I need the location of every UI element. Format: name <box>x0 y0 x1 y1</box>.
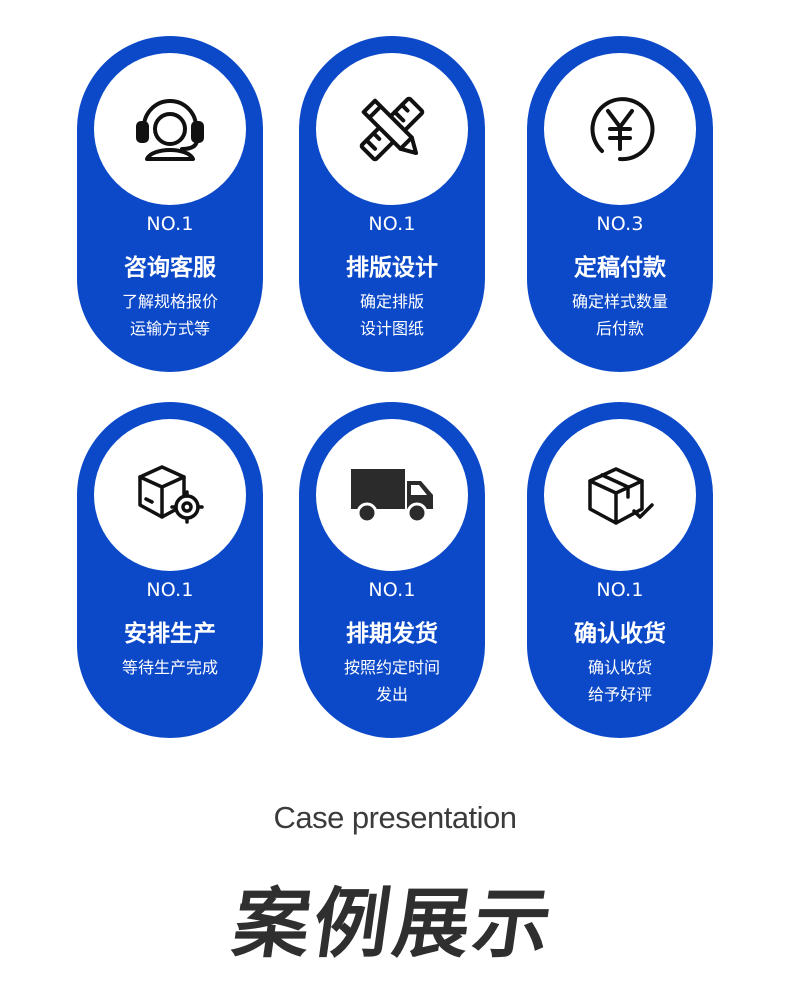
step-number: NO.1 <box>146 579 194 601</box>
step-description-line: 运输方式等 <box>129 319 210 338</box>
step-description: 确定样式数量 后付款 <box>527 288 713 342</box>
step-title: 定稿付款 <box>574 255 666 281</box>
step-description: 等待生产完成 <box>77 654 263 681</box>
section-subtitle: Case presentation <box>273 800 517 835</box>
step-title: 安排生产 <box>124 621 216 647</box>
step-number: NO.1 <box>146 213 194 235</box>
icon-circle <box>94 419 246 571</box>
step-description-line: 确定排版 <box>359 292 424 311</box>
step-description: 了解规格报价 运输方式等 <box>77 288 263 342</box>
step-number: NO.1 <box>368 213 416 235</box>
step-description-line: 发出 <box>375 685 408 704</box>
box-check-icon <box>588 467 654 525</box>
step-card-receipt: NO.1 确认收货 确认收货 给予好评 <box>527 402 713 738</box>
step-title: 确认收货 <box>574 621 666 647</box>
step-description-line: 等待生产完成 <box>121 658 218 677</box>
step-description-line: 按照约定时间 <box>343 658 440 677</box>
step-card-shipping: NO.1 排期发货 按照约定时间 发出 <box>299 402 485 738</box>
step-description: 确认收货 给予好评 <box>527 654 713 708</box>
icon-circle <box>544 53 696 205</box>
step-description: 确定排版 设计图纸 <box>299 288 485 342</box>
step-description-line: 确定样式数量 <box>571 292 668 311</box>
step-card-consult: NO.1 咨询客服 了解规格报价 运输方式等 <box>77 36 263 372</box>
headset-agent-icon <box>136 99 204 161</box>
step-card-production: NO.1 安排生产 等待生产完成 <box>77 402 263 738</box>
step-description-line: 设计图纸 <box>359 319 424 338</box>
icon-circle <box>94 53 246 205</box>
step-title: 咨询客服 <box>124 255 216 281</box>
step-description: 按照约定时间 发出 <box>299 654 485 708</box>
step-description-line: 了解规格报价 <box>121 292 218 311</box>
icon-circle <box>316 419 468 571</box>
step-title: 排期发货 <box>346 621 438 647</box>
box-gear-icon <box>138 465 204 524</box>
step-number: NO.3 <box>596 213 644 235</box>
pencil-ruler-icon <box>359 96 425 162</box>
step-title: 排版设计 <box>346 255 438 281</box>
delivery-truck-icon <box>351 469 433 524</box>
section-title: 案例展示 <box>227 879 561 968</box>
step-number: NO.1 <box>368 579 416 601</box>
step-description-line: 给予好评 <box>587 685 652 704</box>
step-description-line: 后付款 <box>595 319 644 338</box>
icon-circle <box>544 419 696 571</box>
yen-coin-icon <box>590 97 655 162</box>
icon-circle <box>316 53 468 205</box>
step-number: NO.1 <box>596 579 644 601</box>
step-description-line: 确认收货 <box>587 658 652 677</box>
step-card-payment: NO.3 定稿付款 确定样式数量 后付款 <box>527 36 713 372</box>
step-card-design: NO.1 排版设计 确定排版 设计图纸 <box>299 36 485 372</box>
